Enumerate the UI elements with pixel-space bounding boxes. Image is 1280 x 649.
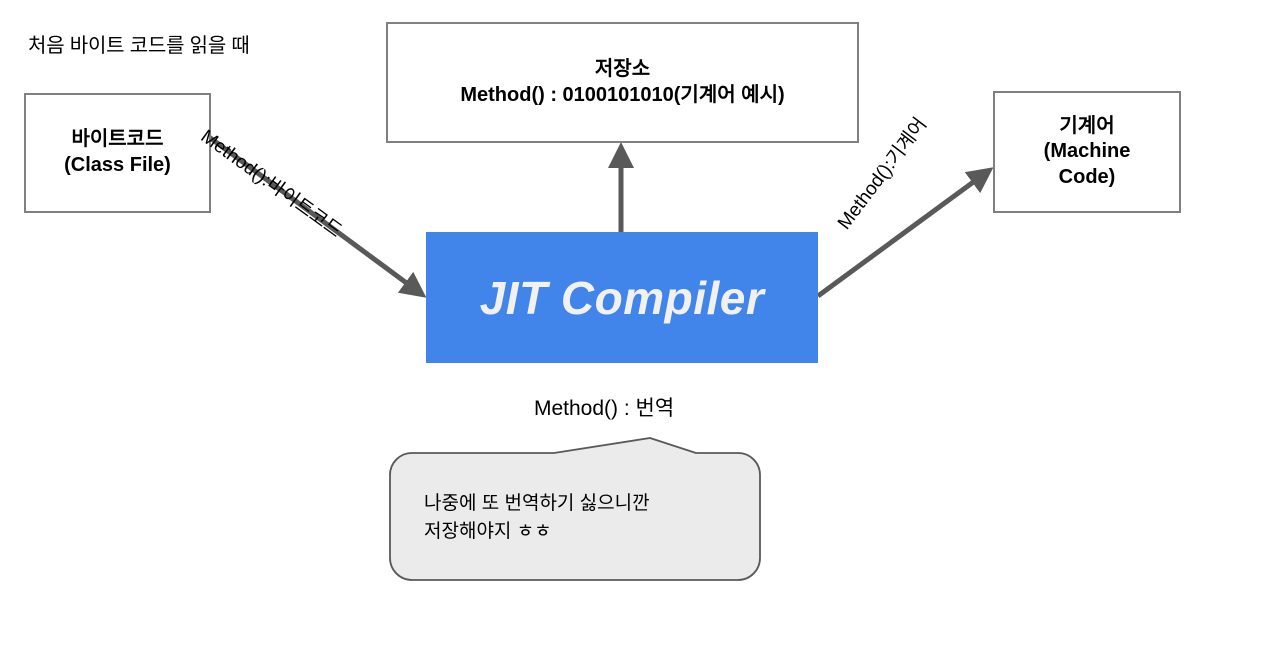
node-jit-compiler-label: JIT Compiler — [479, 271, 765, 324]
arrow-jit-to-machine — [816, 167, 994, 299]
edge-label-bytecode-to-jit: Method():바이트코드 — [196, 126, 346, 243]
edge-label-jit-translate: Method() : 번역 — [534, 397, 675, 420]
node-bytecode[interactable]: 바이트코드 (Class File) — [24, 93, 211, 213]
node-jit-compiler[interactable]: JIT Compiler — [426, 232, 818, 363]
node-machine-code[interactable]: 기계어 (Machine Code) — [993, 91, 1181, 213]
callout-bubble[interactable] — [384, 432, 766, 586]
page-title: 처음 바이트 코드를 읽을 때 — [28, 35, 250, 57]
callout-bubble-text: 나중에 또 번역하기 싫으니깐 저장해야지 ㅎㅎ — [424, 493, 650, 542]
callout-bubble-shape — [389, 437, 761, 581]
node-storage[interactable]: 저장소 Method() : 0100101010(기계어 예시) — [386, 22, 859, 143]
